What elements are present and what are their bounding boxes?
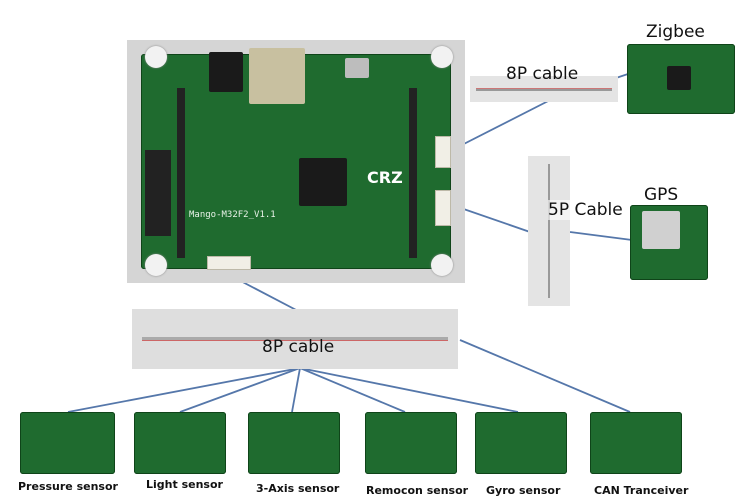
cable-8p-top-label: 8P cable xyxy=(506,64,579,84)
gps-module xyxy=(630,205,708,280)
gps-label: GPS xyxy=(644,185,679,205)
pressure-sensor-board xyxy=(20,412,115,474)
sensor-label-pressure: Pressure sensor xyxy=(18,480,118,493)
board-connector-right-bottom xyxy=(435,190,451,226)
wire-board-to-8p-bottom xyxy=(234,277,301,313)
zigbee-chip xyxy=(667,66,691,90)
cable-5p-label: 5P Cable xyxy=(548,200,623,220)
remocon-sensor-board xyxy=(365,412,457,474)
standoff-tl xyxy=(145,46,167,68)
gps-chip xyxy=(642,211,680,249)
zigbee-label: Zigbee xyxy=(646,22,705,42)
wire-8p-to-remocon xyxy=(299,367,406,413)
wire-board-to-5p xyxy=(451,204,531,233)
zigbee-module xyxy=(627,44,735,114)
ethernet-jack xyxy=(249,48,305,104)
board-connector-bottom xyxy=(207,256,251,270)
3-axis-sensor-board xyxy=(248,412,340,474)
sensor-label-gyro: Gyro sensor xyxy=(486,484,561,497)
wire-8p-to-3axis xyxy=(291,367,301,413)
sensor-label-remocon: Remocon sensor xyxy=(366,484,469,497)
power-jack xyxy=(209,52,243,92)
standoff-br xyxy=(431,254,453,276)
board-silkscreen: Mango-M32F2_V1.1 xyxy=(189,210,276,220)
cable-8p-bottom-wire xyxy=(142,337,448,341)
wire-8p-to-pressure xyxy=(67,367,301,413)
wire-board-to-8p-top xyxy=(451,94,561,151)
board-logo: CRZ xyxy=(367,168,403,187)
main-board-photo: Mango-M32F2_V1.1 CRZ xyxy=(127,40,465,283)
pin-header-right xyxy=(409,88,417,258)
cable-5p-wire xyxy=(548,164,550,298)
cable-8p-bottom-label: 8P cable xyxy=(262,337,335,357)
wire-8p-to-light xyxy=(179,367,301,413)
wire-8p-to-can xyxy=(459,339,631,413)
wire-5p-to-gps xyxy=(569,231,633,241)
sensor-label-can: CAN Tranceiver xyxy=(594,484,689,497)
gyro-sensor-board xyxy=(475,412,567,474)
cable-8p-top-wire xyxy=(476,88,612,91)
pin-header-left xyxy=(177,88,185,258)
standoff-tr xyxy=(431,46,453,68)
cable-5p-photo xyxy=(528,156,570,306)
light-sensor-board xyxy=(134,412,226,474)
wire-8p-to-gyro xyxy=(299,367,519,413)
can-tranceiver-board xyxy=(590,412,682,474)
standoff-bl xyxy=(145,254,167,276)
mcu-chip xyxy=(299,158,347,206)
jtag-header xyxy=(145,150,171,236)
sensor-label-3-axis: 3-Axis sensor xyxy=(256,482,340,495)
board-connector-right-top xyxy=(435,136,451,168)
cable-8p-top-photo xyxy=(470,76,618,102)
sensor-label-light: Light sensor xyxy=(146,478,223,491)
cable-8p-bottom-photo xyxy=(132,309,458,369)
usb-connector xyxy=(345,58,369,78)
